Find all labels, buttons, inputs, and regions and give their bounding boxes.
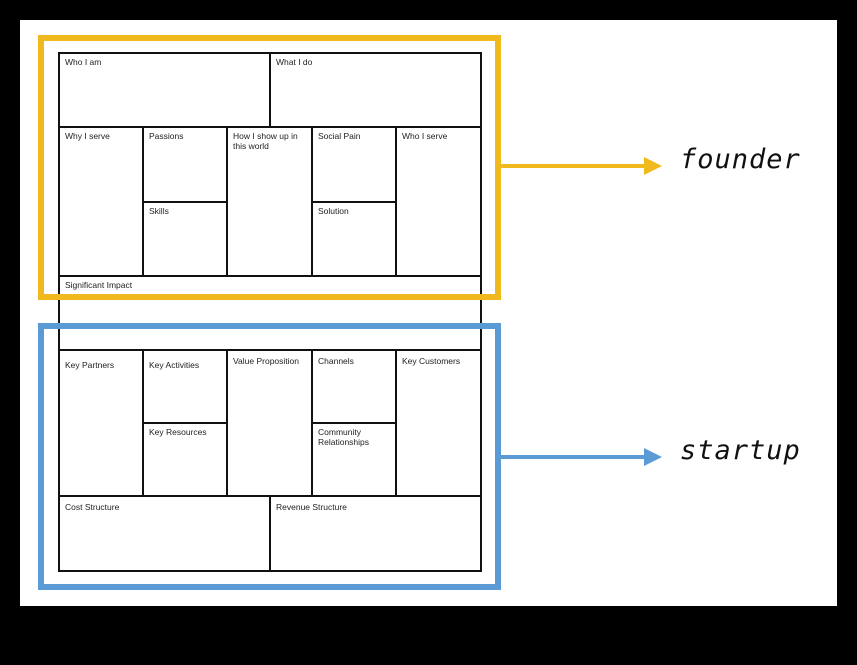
- startup-arrow-icon: [498, 448, 662, 466]
- label-significant-impact: Significant Impact: [65, 280, 133, 290]
- label-cost-structure: Cost Structure: [65, 502, 120, 512]
- diagram-canvas: Who I am What I do Why I serve Passions …: [20, 20, 837, 606]
- label-community-relationships: Community Relationships: [318, 427, 370, 447]
- label-what-i-do: What I do: [276, 57, 313, 67]
- founder-arrow-icon: [498, 157, 662, 175]
- label-revenue-structure: Revenue Structure: [276, 502, 347, 512]
- founder-frame: [38, 35, 501, 300]
- label-solution: Solution: [318, 206, 349, 216]
- label-key-customers: Key Customers: [402, 356, 461, 366]
- label-social-pain: Social Pain: [318, 131, 361, 141]
- label-key-activities: Key Activities: [149, 360, 200, 370]
- label-value-proposition: Value Proposition: [233, 356, 299, 366]
- cell-revenue-structure: Revenue Structure: [269, 495, 482, 572]
- startup-frame: [38, 323, 501, 590]
- label-key-partners: Key Partners: [65, 360, 115, 370]
- label-who-i-am: Who I am: [65, 57, 102, 67]
- label-why-i-serve: Why I serve: [65, 131, 110, 141]
- label-channels: Channels: [318, 356, 354, 366]
- startup-callout: startup: [680, 435, 801, 466]
- founder-callout: founder: [680, 144, 801, 175]
- label-who-i-serve: Who I serve: [402, 131, 448, 141]
- label-passions: Passions: [149, 131, 184, 141]
- label-skills: Skills: [149, 206, 169, 216]
- label-key-resources: Key Resources: [149, 427, 207, 437]
- label-how-i-show-up: How I show up in this world: [233, 131, 298, 151]
